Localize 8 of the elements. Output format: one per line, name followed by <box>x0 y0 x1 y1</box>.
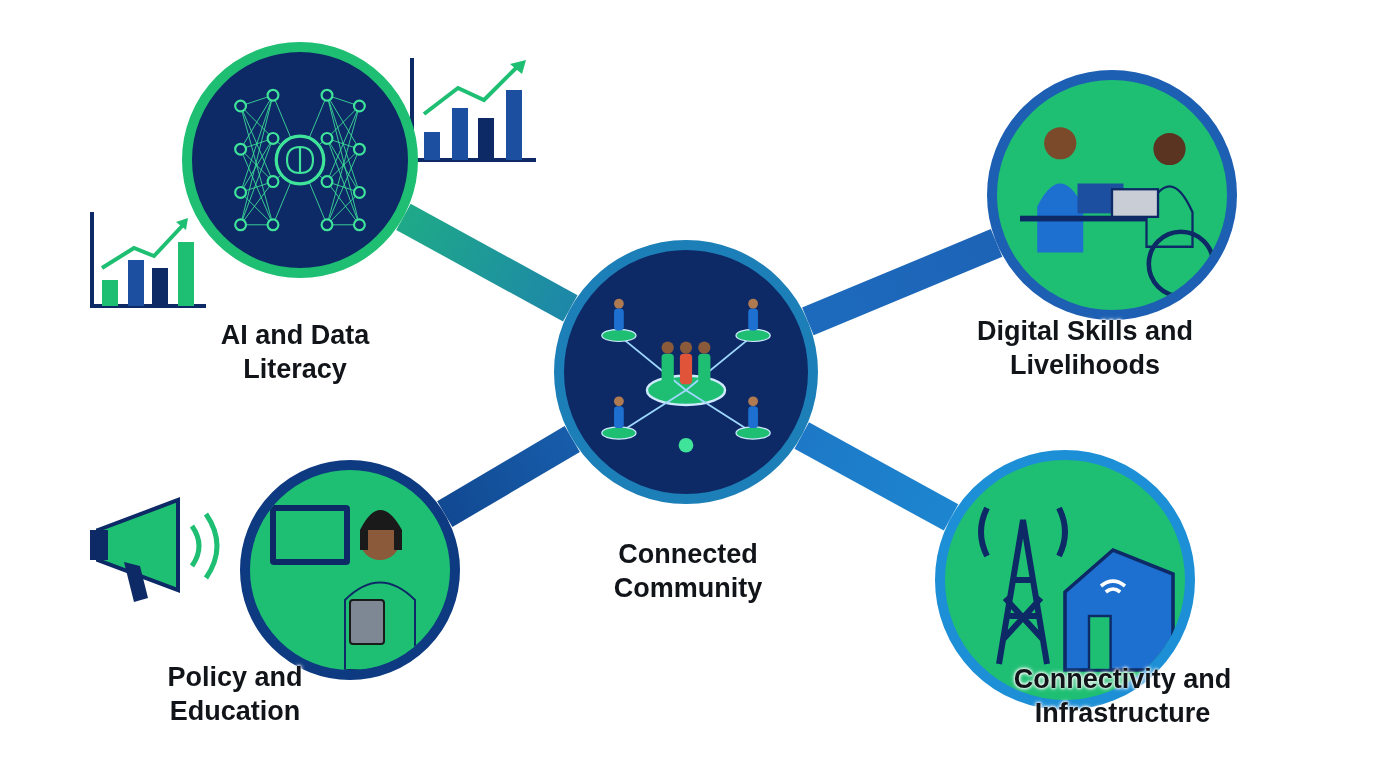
connector-band <box>396 203 578 322</box>
connector-band <box>437 426 580 528</box>
connector-band <box>802 229 1003 336</box>
node-title: Connected Community <box>612 538 764 605</box>
connector-band <box>794 422 959 531</box>
node-title: AI and Data Literacy <box>219 319 371 386</box>
node-title: Digital Skills and Livelihoods <box>975 315 1195 382</box>
node-title: Policy and Education <box>166 661 304 728</box>
